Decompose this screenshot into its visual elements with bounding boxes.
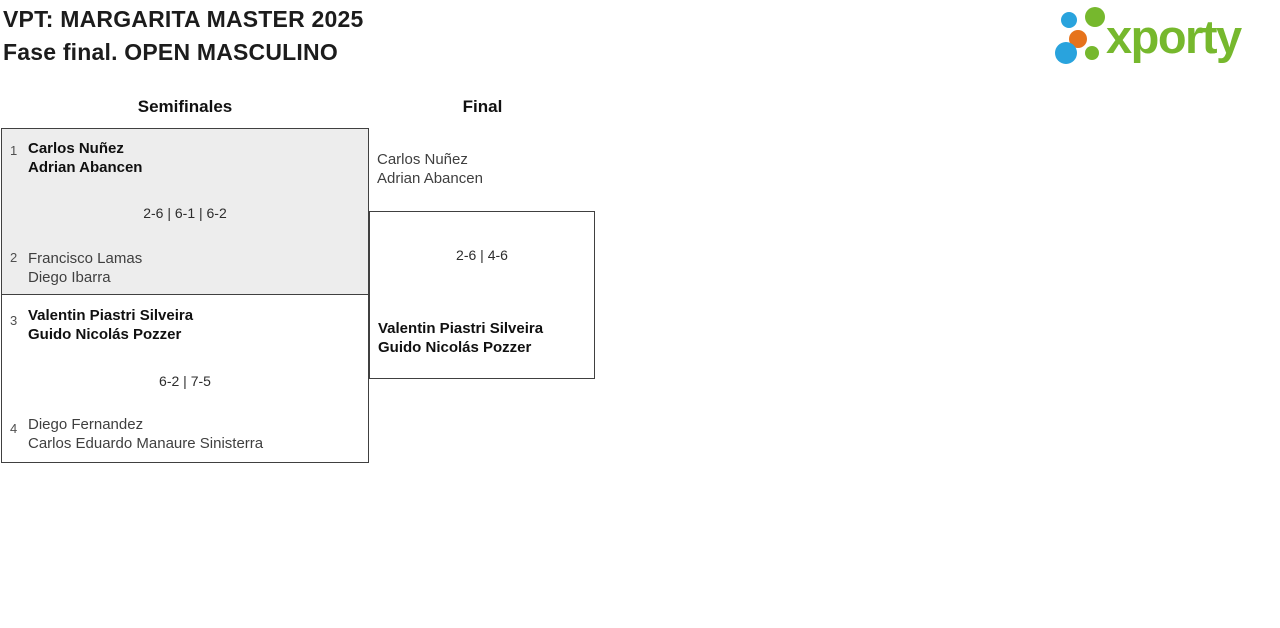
player-name: Carlos Nuñez bbox=[28, 140, 124, 157]
team-francisco-lamas-diego-ibarra[interactable]: Francisco Lamas Diego Ibarra bbox=[28, 249, 142, 287]
team-carlos-nunez-adrian-abancen[interactable]: Carlos Nuñez Adrian Abancen bbox=[28, 139, 142, 177]
team-valentin-piastri-guido-pozzer[interactable]: Valentin Piastri Silveira Guido Nicolás … bbox=[28, 306, 193, 344]
team-diego-fernandez-carlos-manaure[interactable]: Diego Fernandez Carlos Eduardo Manaure S… bbox=[28, 415, 263, 453]
final-team-top[interactable]: Carlos Nuñez Adrian Abancen bbox=[377, 150, 483, 188]
match-score: 2-6 | 4-6 bbox=[456, 247, 508, 263]
player-name: Carlos Eduardo Manaure Sinisterra bbox=[28, 435, 264, 452]
round-header-final: Final bbox=[462, 97, 503, 116]
logo-wordmark: xporty bbox=[1106, 10, 1242, 63]
seed-number: 2 bbox=[10, 250, 18, 265]
tournament-title: VPT: MARGARITA MASTER 2025 bbox=[3, 6, 364, 32]
page-title-block: VPT: MARGARITA MASTER 2025 Fase final. O… bbox=[3, 3, 363, 69]
logo-dot-orange-icon bbox=[1069, 30, 1087, 48]
player-name: Adrian Abancen bbox=[377, 170, 483, 187]
match-semifinal-2[interactable]: 3 Valentin Piastri Silveira Guido Nicolá… bbox=[1, 294, 369, 463]
player-name: Francisco Lamas bbox=[28, 250, 143, 267]
player-name: Guido Nicolás Pozzer bbox=[378, 339, 532, 356]
logo-dot-blue-large-icon bbox=[1055, 42, 1077, 64]
seed-number: 3 bbox=[10, 313, 18, 328]
match-score: 2-6 | 6-1 | 6-2 bbox=[143, 205, 227, 221]
player-name: Valentin Piastri Silveira bbox=[28, 307, 194, 324]
round-header-semifinales: Semifinales bbox=[137, 97, 233, 116]
player-name: Guido Nicolás Pozzer bbox=[28, 326, 182, 343]
player-name: Adrian Abancen bbox=[28, 159, 143, 176]
xporty-logo[interactable]: xporty bbox=[1050, 0, 1280, 74]
phase-subtitle: Fase final. OPEN MASCULINO bbox=[3, 39, 338, 65]
player-name: Diego Fernandez bbox=[28, 416, 144, 433]
logo-dot-green-small-icon bbox=[1085, 46, 1099, 60]
match-final[interactable]: 2-6 | 4-6 Valentin Piastri Silveira Guid… bbox=[369, 211, 595, 379]
match-score: 6-2 | 7-5 bbox=[159, 373, 211, 389]
match-semifinal-1[interactable]: 1 Carlos Nuñez Adrian Abancen 2-6 | 6-1 … bbox=[1, 128, 369, 295]
seed-number: 1 bbox=[10, 143, 18, 158]
logo-dot-blue-small-icon bbox=[1061, 12, 1077, 28]
player-name: Valentin Piastri Silveira bbox=[378, 320, 544, 337]
logo-dot-green-large-icon bbox=[1085, 7, 1105, 27]
player-name: Carlos Nuñez bbox=[377, 151, 468, 168]
seed-number: 4 bbox=[10, 421, 18, 436]
final-team-bottom-champions[interactable]: Valentin Piastri Silveira Guido Nicolás … bbox=[378, 319, 543, 357]
player-name: Diego Ibarra bbox=[28, 269, 111, 286]
